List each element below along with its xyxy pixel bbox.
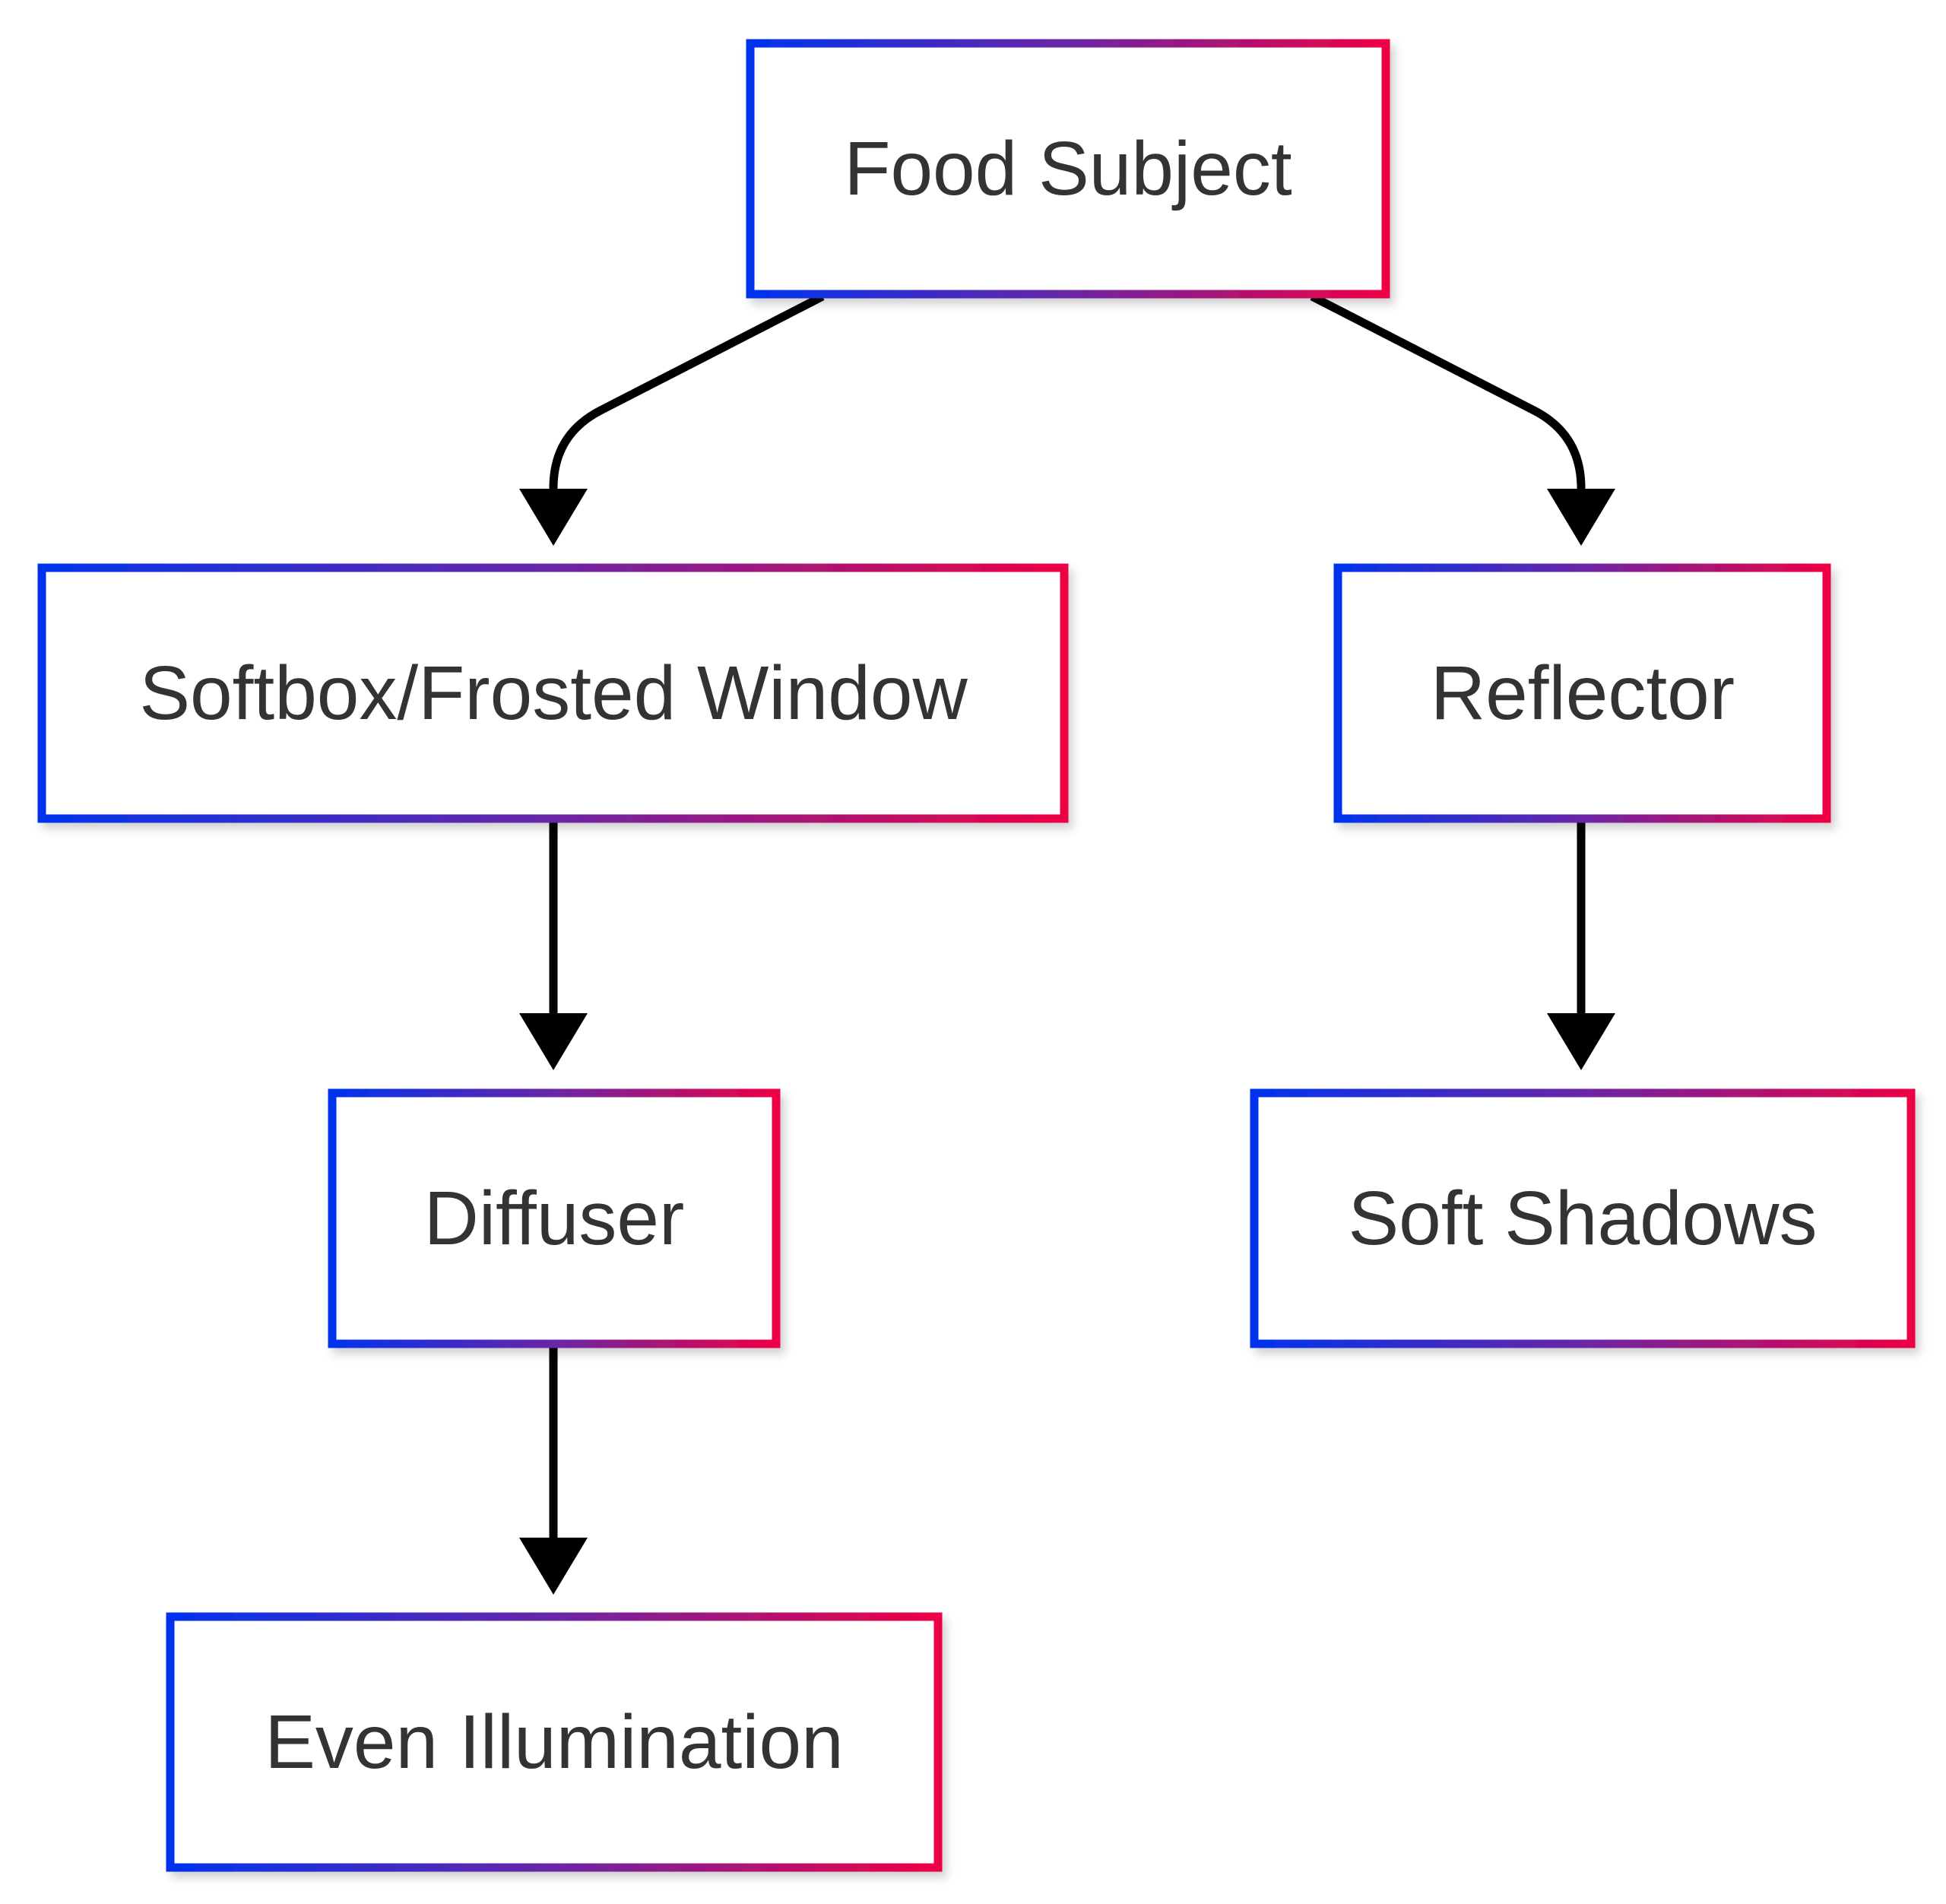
- node-reflector[interactable]: Reflector: [1333, 563, 1831, 823]
- node-label: Food Subject: [844, 126, 1292, 211]
- node-food-subject[interactable]: Food Subject: [746, 39, 1390, 299]
- edges: [519, 293, 1615, 1595]
- node-label: Even Illumination: [265, 1700, 844, 1785]
- arrow-head-even-illumination: [519, 1538, 588, 1595]
- node-box: [1333, 563, 1831, 823]
- node-label: Soft Shadows: [1348, 1176, 1817, 1261]
- node-label: Diffuser: [424, 1176, 685, 1261]
- node-soft-shadows[interactable]: Soft Shadows: [1250, 1088, 1916, 1348]
- arrow-head-reflector: [1547, 489, 1615, 546]
- arrow-head-softbox: [519, 489, 588, 546]
- arrow-head-diffuser: [519, 1013, 588, 1070]
- node-box: [166, 1612, 943, 1872]
- arrow-head-soft-shadows: [1547, 1013, 1615, 1070]
- node-box: [746, 39, 1390, 299]
- node-softbox-frosted-window[interactable]: Softbox/Frosted Window: [37, 563, 1069, 823]
- node-label: Reflector: [1431, 651, 1735, 736]
- node-box: [328, 1088, 781, 1348]
- node-label: Softbox/Frosted Window: [139, 651, 968, 736]
- edge-food-to-softbox: [549, 293, 825, 502]
- edge-food-to-reflector: [1310, 293, 1586, 502]
- node-diffuser[interactable]: Diffuser: [328, 1088, 781, 1348]
- node-box: [1250, 1088, 1916, 1348]
- node-even-illumination[interactable]: Even Illumination: [166, 1612, 943, 1872]
- node-box: [37, 563, 1069, 823]
